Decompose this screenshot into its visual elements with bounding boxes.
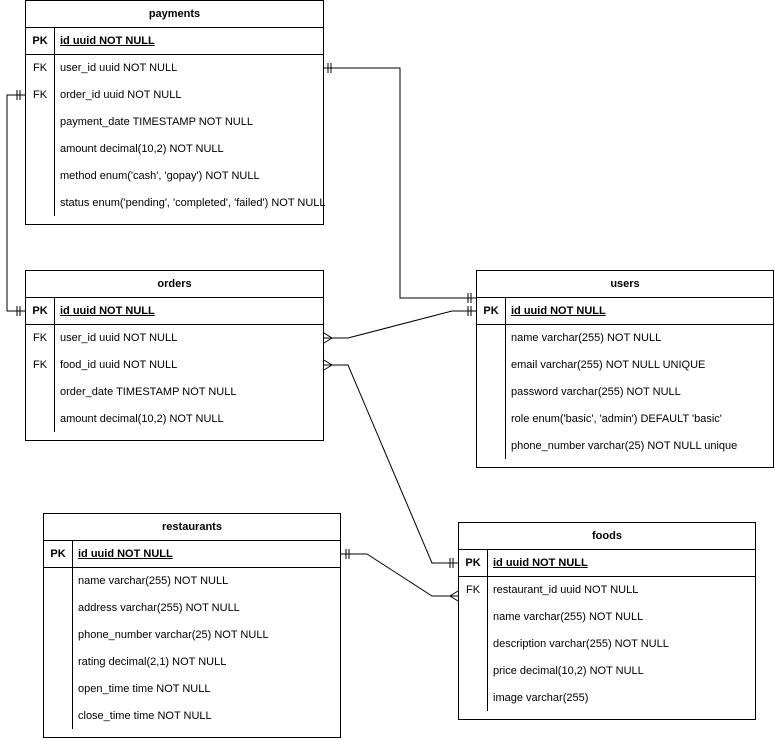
field-label: user_id uuid NOT NULL: [60, 62, 178, 74]
key-column-divider: [505, 298, 506, 459]
table-row[interactable]: name varchar(255) NOT NULL: [459, 604, 755, 631]
pk-field: id uuid NOT NULL: [60, 305, 155, 317]
table-row[interactable]: price decimal(10,2) NOT NULL: [459, 658, 755, 685]
pk-label: PK: [32, 305, 48, 317]
field-label: image varchar(255): [493, 692, 589, 704]
payments-table[interactable]: payments PK id uuid NOT NULL FK user_id u…: [25, 0, 326, 225]
field-label: amount decimal(10,2) NOT NULL: [60, 413, 224, 425]
users-table[interactable]: users PK id uuid NOT NULL name varchar(2…: [476, 270, 774, 468]
key-column-divider: [54, 298, 55, 432]
table-row[interactable]: phone_number varchar(25) NOT NULL unique: [477, 433, 773, 460]
pk-label: PK: [50, 548, 66, 560]
field-label: payment_date TIMESTAMP NOT NULL: [60, 116, 253, 128]
restaurants-table[interactable]: restaurants PK id uuid NOT NULL name var…: [43, 513, 341, 738]
table-row[interactable]: FK restaurant_id uuid NOT NULL: [459, 577, 755, 604]
field-label: order_date TIMESTAMP NOT NULL: [60, 386, 237, 398]
orders-table[interactable]: orders PK id uuid NOT NULL FK user_id uui…: [25, 270, 324, 441]
key-column-divider: [487, 550, 488, 711]
pk-field: id uuid NOT NULL: [60, 35, 155, 47]
table-row[interactable]: FK user_id uuid NOT NULL: [26, 55, 323, 82]
table-row[interactable]: rating decimal(2,1) NOT NULL: [44, 649, 340, 676]
field-label: amount decimal(10,2) NOT NULL: [60, 143, 224, 155]
pk-label: PK: [483, 305, 499, 317]
payments-orders-connector[interactable]: [6, 90, 25, 316]
users-pk-row[interactable]: PK id uuid NOT NULL: [477, 298, 773, 325]
pk-label: PK: [465, 557, 481, 569]
table-row[interactable]: close_time time NOT NULL: [44, 703, 340, 730]
restaurants-foods-connector[interactable]: [341, 549, 459, 602]
field-label: user_id uuid NOT NULL: [60, 332, 178, 344]
key-column-divider: [72, 541, 73, 729]
field-label: name varchar(255) NOT NULL: [78, 575, 229, 587]
key-label: FK: [32, 62, 48, 74]
field-label: name varchar(255) NOT NULL: [493, 611, 644, 623]
pk-field: id uuid NOT NULL: [511, 305, 606, 317]
key-label: FK: [32, 359, 48, 371]
field-label: address varchar(255) NOT NULL: [78, 602, 240, 614]
foods-table[interactable]: foods PK id uuid NOT NULL FK restaurant_i…: [458, 522, 756, 720]
field-label: description varchar(255) NOT NULL: [493, 638, 669, 650]
table-row[interactable]: status enum('pending', 'completed', 'fai…: [26, 190, 326, 217]
pk-field: id uuid NOT NULL: [78, 548, 173, 560]
field-label: name varchar(255) NOT NULL: [511, 332, 662, 344]
table-row[interactable]: order_date TIMESTAMP NOT NULL: [26, 379, 323, 406]
table-row[interactable]: method enum('cash', 'gopay') NOT NULL: [26, 163, 323, 190]
table-row[interactable]: payment_date TIMESTAMP NOT NULL: [26, 109, 323, 136]
field-label: role enum('basic', 'admin') DEFAULT 'bas…: [511, 413, 722, 425]
field-label: phone_number varchar(25) NOT NULL: [78, 629, 269, 641]
table-row[interactable]: amount decimal(10,2) NOT NULL: [26, 136, 323, 163]
table-row[interactable]: description varchar(255) NOT NULL: [459, 631, 755, 658]
payments-table-title: payments: [26, 1, 323, 28]
key-label: FK: [32, 89, 48, 101]
orders-pk-row[interactable]: PK id uuid NOT NULL: [26, 298, 323, 325]
orders-table-title: orders: [26, 271, 323, 298]
foods-table-title: foods: [459, 523, 755, 550]
foods-pk-row[interactable]: PK id uuid NOT NULL: [459, 550, 755, 577]
field-label: phone_number varchar(25) NOT NULL unique: [511, 440, 738, 452]
payments-pk-row[interactable]: PK id uuid NOT NULL: [26, 28, 323, 55]
restaurants-pk-row[interactable]: PK id uuid NOT NULL: [44, 541, 340, 568]
field-label: price decimal(10,2) NOT NULL: [493, 665, 644, 677]
table-row[interactable]: amount decimal(10,2) NOT NULL: [26, 406, 323, 433]
table-row[interactable]: name varchar(255) NOT NULL: [44, 568, 340, 595]
table-row[interactable]: password varchar(255) NOT NULL: [477, 379, 773, 406]
field-label: food_id uuid NOT NULL: [60, 359, 178, 371]
table-row[interactable]: image varchar(255): [459, 685, 755, 712]
key-label: FK: [32, 332, 48, 344]
table-row[interactable]: FK order_id uuid NOT NULL: [26, 82, 323, 109]
table-row[interactable]: address varchar(255) NOT NULL: [44, 595, 340, 622]
field-label: close_time time NOT NULL: [78, 710, 212, 722]
table-row[interactable]: role enum('basic', 'admin') DEFAULT 'bas…: [477, 406, 773, 433]
restaurants-table-title: restaurants: [44, 514, 340, 541]
field-label: open_time time NOT NULL: [78, 683, 211, 695]
orders-foods-connector[interactable]: [323, 359, 458, 568]
table-row[interactable]: FK user_id uuid NOT NULL: [26, 325, 323, 352]
pk-field: id uuid NOT NULL: [493, 557, 588, 569]
users-table-title: users: [477, 271, 773, 298]
table-row[interactable]: FK food_id uuid NOT NULL: [26, 352, 323, 379]
table-row[interactable]: name varchar(255) NOT NULL: [477, 325, 773, 352]
field-label: password varchar(255) NOT NULL: [511, 386, 681, 398]
field-label: rating decimal(2,1) NOT NULL: [78, 656, 227, 668]
table-row[interactable]: open_time time NOT NULL: [44, 676, 340, 703]
field-label: status enum('pending', 'completed', 'fai…: [60, 197, 326, 209]
table-row[interactable]: email varchar(255) NOT NULL UNIQUE: [477, 352, 773, 379]
pk-label: PK: [32, 35, 48, 47]
field-label: restaurant_id uuid NOT NULL: [493, 584, 639, 596]
field-label: order_id uuid NOT NULL: [60, 89, 182, 101]
key-label: FK: [465, 584, 481, 596]
orders-users-connector[interactable]: [323, 306, 476, 344]
key-column-divider: [54, 28, 55, 216]
field-label: email varchar(255) NOT NULL UNIQUE: [511, 359, 706, 371]
field-label: method enum('cash', 'gopay') NOT NULL: [60, 170, 260, 182]
table-row[interactable]: phone_number varchar(25) NOT NULL: [44, 622, 340, 649]
payments-users-connector[interactable]: [324, 63, 476, 303]
